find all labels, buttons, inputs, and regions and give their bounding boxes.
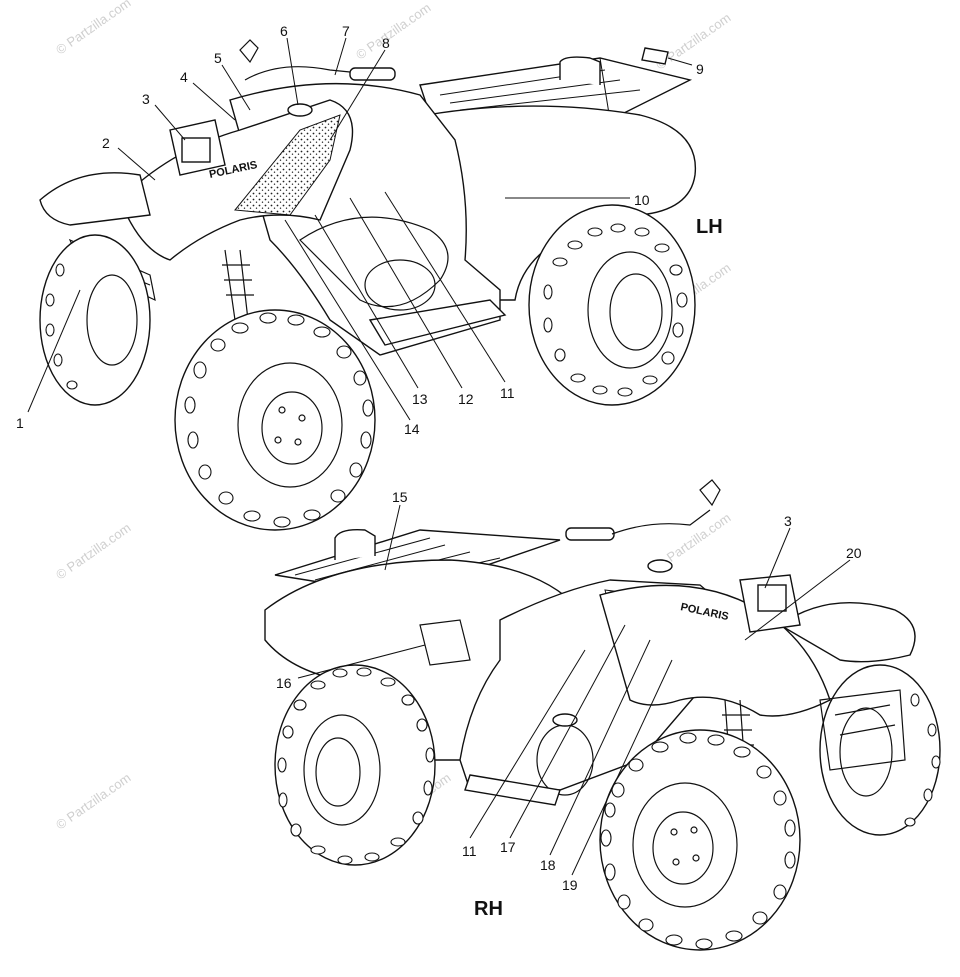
callout-17: 17 (500, 839, 516, 855)
callout-3-rh: 3 (784, 513, 792, 529)
callout-6: 6 (280, 23, 288, 39)
callout-11: 11 (500, 385, 515, 401)
callout-11-rh: 11 (462, 843, 477, 859)
callouts-rh: 15 3 20 16 11 17 18 19 (276, 489, 862, 893)
callout-3: 3 (142, 91, 150, 107)
front-wheel-far-rh (819, 664, 941, 836)
callouts-lh: 1 2 3 4 5 6 7 8 9 10 11 12 13 14 (16, 23, 704, 437)
atv-right-side: POLARIS (264, 479, 941, 951)
callout-5: 5 (214, 50, 222, 66)
callout-20: 20 (846, 545, 862, 561)
callout-14: 14 (404, 421, 420, 437)
callout-8: 8 (382, 35, 390, 51)
callout-16: 16 (276, 675, 292, 691)
callout-2: 2 (102, 135, 110, 151)
front-wheel-near-lh (174, 309, 376, 531)
callout-4: 4 (180, 69, 188, 85)
callout-13: 13 (412, 391, 428, 407)
callout-1: 1 (16, 415, 24, 431)
callout-15: 15 (392, 489, 408, 505)
front-wheel-near-rh (599, 729, 801, 951)
callout-10: 10 (634, 192, 650, 208)
callout-18: 18 (540, 857, 556, 873)
side-label-rh: RH (474, 898, 503, 920)
watermark: © Partzilla.com (53, 0, 133, 57)
atv-left-side: POLARIS (39, 39, 697, 531)
callout-9: 9 (696, 61, 704, 77)
callout-19: 19 (562, 877, 578, 893)
watermark: © Partzilla.com (53, 520, 133, 583)
rear-wheel-rh (274, 664, 436, 866)
watermark: © Partzilla.com (353, 0, 433, 62)
callout-7: 7 (342, 23, 350, 39)
front-wheel-far-lh (39, 234, 151, 406)
watermark: © Partzilla.com (53, 770, 133, 833)
rear-wheel-lh (528, 204, 696, 406)
callout-12: 12 (458, 391, 474, 407)
side-label-lh: LH (696, 216, 723, 238)
